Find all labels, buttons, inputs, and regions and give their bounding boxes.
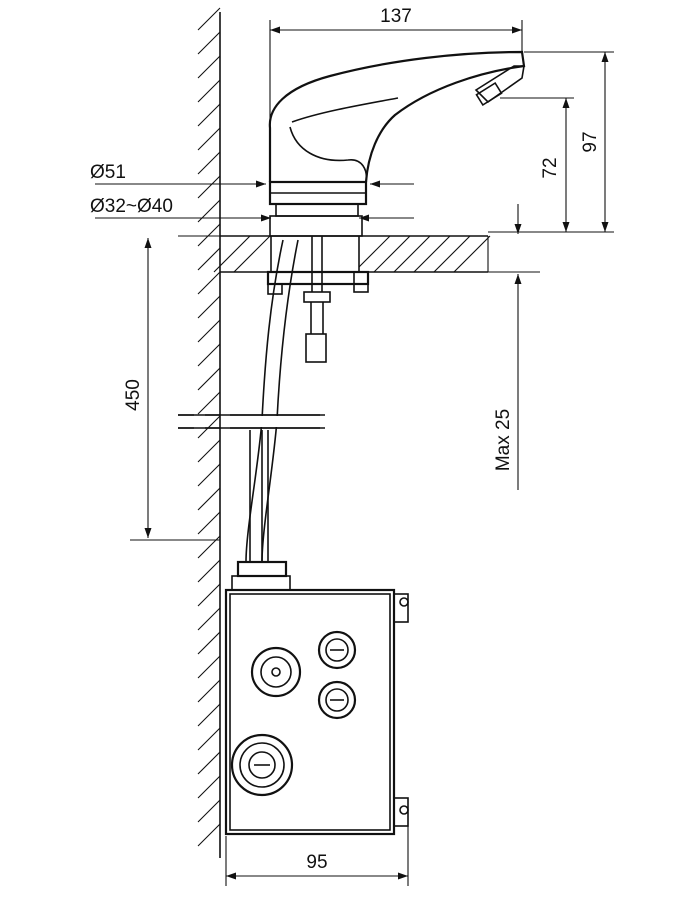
- control-box: [224, 588, 409, 836]
- dimension-lines: [95, 20, 614, 886]
- wall: [197, 7, 221, 858]
- dimension-label-137: 137: [380, 6, 412, 27]
- dimension-label-95: 95: [306, 852, 327, 873]
- dimension-label-hole-diameter: Ø32~Ø40: [90, 196, 173, 217]
- dimension-label-max-25: Max 25: [493, 409, 514, 471]
- dimension-label-97: 97: [580, 131, 601, 152]
- dimension-label-72: 72: [540, 157, 561, 178]
- faucet-body: [268, 50, 526, 237]
- countertop: [178, 235, 491, 273]
- dimension-label-diameter-51: Ø51: [90, 162, 126, 183]
- supply-hose: [178, 239, 325, 591]
- dimension-label-450: 450: [123, 379, 144, 411]
- mounting-hardware: [266, 236, 370, 363]
